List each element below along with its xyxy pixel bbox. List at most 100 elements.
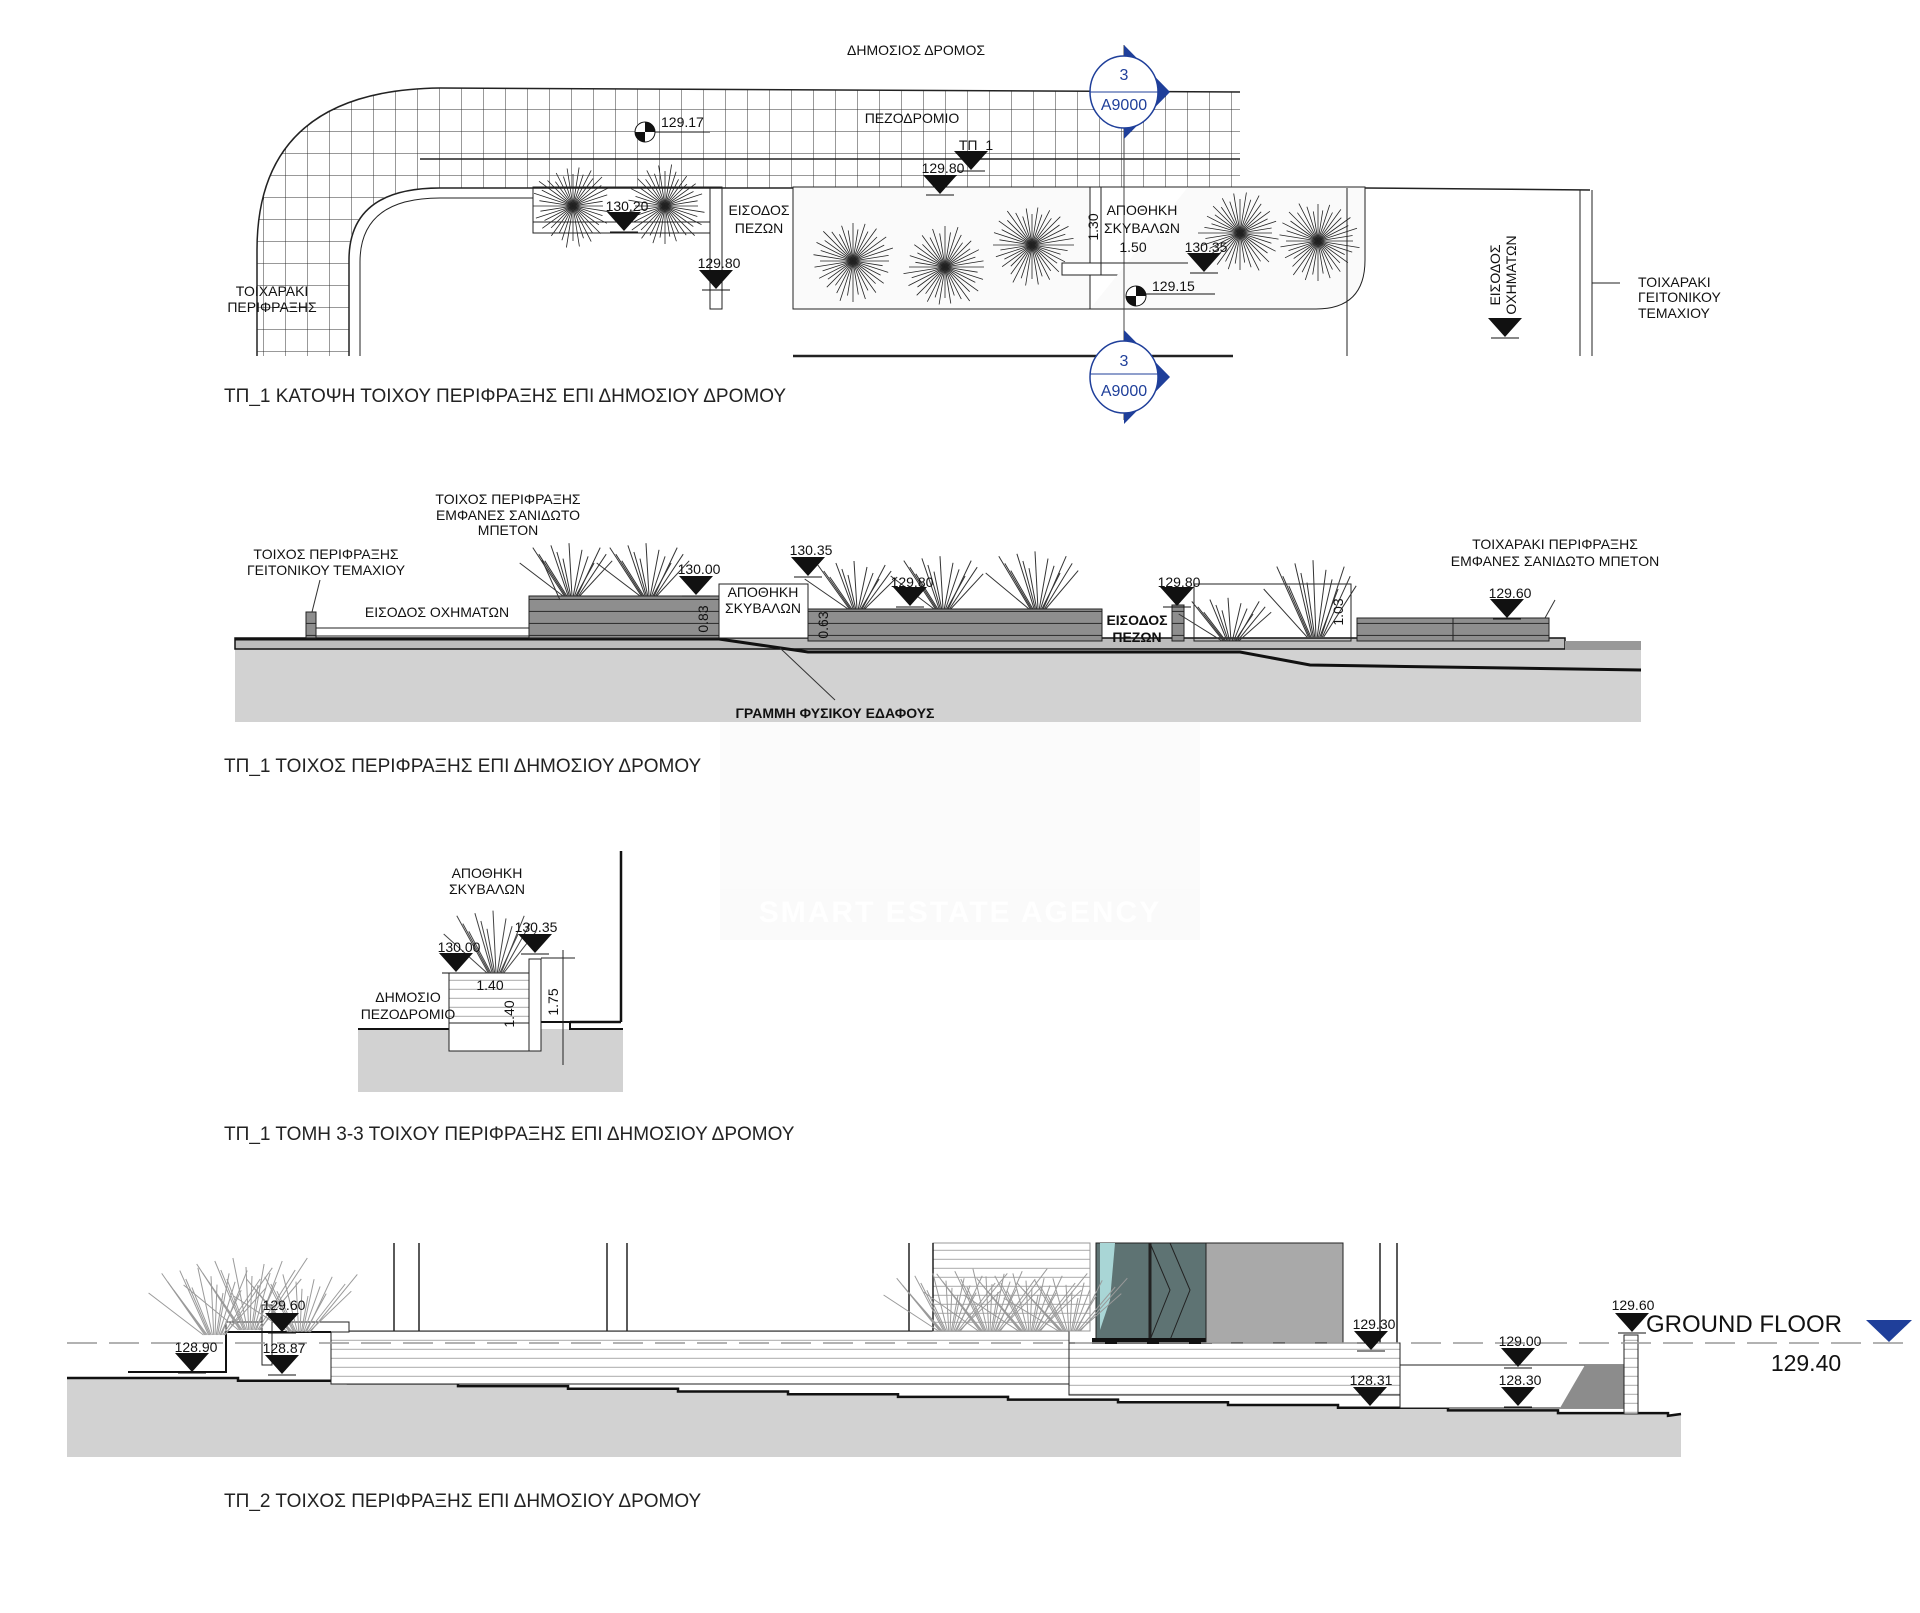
- section-3-3: ΑΠΟΘΗΚΗ ΣΚΥΒΑΛΩΝ ΔΗΜΟΣΙΟ ΠΕΖΟΔΡΟΜΙΟ 1.40…: [224, 851, 795, 1145]
- level-marker-icon: [175, 1353, 209, 1372]
- level-marker-icon: [923, 175, 957, 194]
- dimension-depth: 1.30: [1085, 213, 1101, 240]
- wall-note: ΕΜΦΑΝΕΣ ΣΑΝΙΔΩΤΟ: [436, 507, 580, 523]
- level-marker-icon: [607, 212, 641, 231]
- neighbor-wall-post: [305, 611, 317, 639]
- pedestrian-entrance-label: ΠΕΖΩΝ: [735, 220, 784, 236]
- level-marker-icon: [265, 1355, 299, 1374]
- neighbor-wall-label: ΤΕΜΑΧΙΟΥ: [1638, 305, 1711, 321]
- low-wall-note: ΕΜΦΑΝΕΣ ΣΑΝΙΔΩΤΟ ΜΠΕΤΟΝ: [1451, 553, 1659, 569]
- plant-icon: [183, 1257, 308, 1331]
- plant-icon: [1003, 1277, 1128, 1332]
- plan-view: 1.50 1.30 ΔΗΜΟΣΙΟΣ ΔΡΟΜΟΣ ΠΕΖΟΔΡΟΜΙΟ ΕΙΣ…: [224, 42, 1721, 424]
- vehicle-entrance-label: ΕΙΣΟΔΟΣ ΟΧΗΜΑΤΩΝ: [365, 604, 509, 620]
- level-value: 128.90: [175, 1339, 218, 1355]
- neighbor-wall-label: ΤΟΙΧΑΡΑΚΙ: [1638, 274, 1711, 290]
- tree-icon: [993, 207, 1074, 286]
- dimension-label: 0.83: [695, 605, 711, 632]
- sheet-number: A9000: [1101, 97, 1147, 114]
- level-marker-icon: [1490, 599, 1524, 618]
- gate-outline: [1193, 583, 1352, 642]
- spot-level-label: 129.15: [1152, 278, 1195, 294]
- bin-storage-label: ΑΠΟΘΗΚΗ: [452, 865, 523, 881]
- level-value: 128.87: [263, 1340, 306, 1356]
- drawing-title-elevation1: ΤΠ_1 ΤΟΙΧΟΣ ΠΕΡΙΦΡΑΞΗΣ ΕΠΙ ΔΗΜΟΣΙΟΥ ΔΡΟΜ…: [224, 756, 702, 777]
- boundary-post: [1623, 1334, 1639, 1415]
- concrete-wall-2: [807, 608, 1103, 642]
- level-marker-icon: [893, 587, 927, 606]
- dimension-width: 1.50: [1119, 239, 1146, 255]
- level-marker-icon: [791, 557, 825, 576]
- level-value: 130.20: [606, 198, 649, 214]
- vehicle-entrance-label: ΕΙΣΟΔΟΣ: [1487, 244, 1503, 305]
- level-value: 130.35: [1185, 239, 1228, 255]
- dimension-label: 1.40: [476, 977, 503, 993]
- ground-floor-label: GROUND FLOOR: [1646, 1311, 1842, 1338]
- dimension-label: 1.75: [545, 988, 561, 1015]
- neighbor-wall-label: ΓΕΙΤΟΝΙΚΟΥ: [1638, 289, 1721, 305]
- level-value: 130.00: [678, 561, 721, 577]
- tree-icon: [903, 226, 984, 305]
- level-value: 129.60: [1489, 585, 1532, 601]
- level-marker-icon: [439, 953, 473, 972]
- elevation-tp2: GROUND FLOOR 129.40 ΤΠ_2 ΤΟΙΧΟΣ ΠΕΡΙΦΡΑΞ…: [67, 1242, 1912, 1512]
- bin-storage-label: ΣΚΥΒΑΛΩΝ: [1104, 220, 1180, 236]
- spot-level-label: 129.17: [661, 114, 704, 130]
- level-value: 129.80: [698, 255, 741, 271]
- dimension-label: 1.03: [1330, 598, 1346, 625]
- ground-fill: [67, 1378, 1681, 1457]
- bin-storage-label: ΣΚΥΒΑΛΩΝ: [725, 600, 801, 616]
- pedestrian-entrance-label: ΕΙΣΟΔΟΣ: [728, 202, 789, 218]
- natural-ground-label: ΓΡΑΜΜΗ ΦΥΣΙΚΟΥ ΕΔΑΦΟΥΣ: [736, 705, 935, 721]
- section-marker-top[interactable]: 3 A9000: [1089, 45, 1170, 139]
- section-tag: ΤΠ_1: [959, 137, 993, 153]
- tree-icon: [533, 167, 611, 248]
- level-value: 129.80: [891, 574, 934, 590]
- tree-icon: [813, 223, 894, 302]
- spot-level-icon: [1125, 285, 1215, 307]
- level-marker-blue-icon: [1866, 1320, 1912, 1342]
- ground-floor-level: 129.40: [1771, 1350, 1841, 1376]
- plant-symbols: [519, 543, 1357, 642]
- sheet-number: A9000: [1101, 383, 1147, 400]
- boundary-wall-label: ΠΕΡΙΦΡΑΞΗΣ: [227, 299, 317, 315]
- level-marker-icon: [265, 1313, 299, 1332]
- watermark-text: SMART ESTATE AGENCY: [759, 896, 1161, 929]
- level-markers: 129.80130.20129.80130.35130.00130.35129.…: [175, 151, 1655, 1408]
- level-marker-icon: [518, 934, 552, 953]
- level-marker-icon: [1615, 1313, 1649, 1332]
- concrete-wall-1: [528, 595, 720, 639]
- wall-note: ΜΠΕΤΟΝ: [478, 522, 538, 538]
- plant-icon: [1178, 597, 1272, 642]
- natural-ground-line: [235, 637, 1642, 672]
- plant-icon: [519, 543, 613, 597]
- level-marker-icon: [1160, 587, 1194, 606]
- level-value: 130.00: [438, 939, 481, 955]
- bin-storage-label: ΑΠΟΘΗΚΗ: [1107, 202, 1178, 218]
- elevation-tp1: ΤΟΙΧΟΣ ΠΕΡΙΦΡΑΞΗΣ ΕΜΦΑΝΕΣ ΣΑΝΙΔΩΤΟ ΜΠΕΤΟ…: [224, 491, 1659, 777]
- planter-right: [1090, 186, 1366, 310]
- level-marker-icon: [1187, 253, 1221, 272]
- level-marker-icon: [1501, 1348, 1535, 1367]
- level-marker-icon: [1354, 1331, 1388, 1350]
- wall-note: ΤΟΙΧΟΣ ΠΕΡΙΦΡΑΞΗΣ: [435, 491, 581, 507]
- drawing-title-elevation2: ΤΠ_2 ΤΟΙΧΟΣ ΠΕΡΙΦΡΑΞΗΣ ΕΠΙ ΔΗΜΟΣΙΟΥ ΔΡΟΜ…: [224, 1491, 702, 1512]
- level-value: 129.60: [1612, 1297, 1655, 1313]
- plant-icon: [923, 1268, 1048, 1332]
- level-value: 128.31: [1350, 1372, 1393, 1388]
- spot-level-icon: [634, 121, 710, 143]
- level-marker-icon: [679, 576, 713, 595]
- drawing-title-plan: ΤΠ_1 ΚΑΤΟΨΗ ΤΟΙΧΟΥ ΠΕΡΙΦΡΑΞΗΣ ΕΠΙ ΔΗΜΟΣΙ…: [224, 386, 786, 407]
- level-value: 129.80: [922, 160, 965, 176]
- level-value: 128.30: [1499, 1372, 1542, 1388]
- pedestrian-entrance-label: ΠΕΖΩΝ: [1112, 629, 1161, 645]
- plant-icon: [804, 560, 898, 610]
- level-marker-icon: [699, 270, 733, 289]
- building-wall: [1205, 1242, 1344, 1344]
- public-sidewalk-label: ΔΗΜΟΣΙΟ: [375, 989, 441, 1005]
- level-value: 129.60: [263, 1297, 306, 1313]
- neighbor-wall-note: ΤΟΙΧΟΣ ΠΕΡΙΦΡΑΞΗΣ: [253, 546, 399, 562]
- section-marker-bottom[interactable]: 3 A9000: [1089, 330, 1170, 424]
- sidewalk-label: ΠΕΖΟΔΡΟΜΙΟ: [865, 110, 960, 126]
